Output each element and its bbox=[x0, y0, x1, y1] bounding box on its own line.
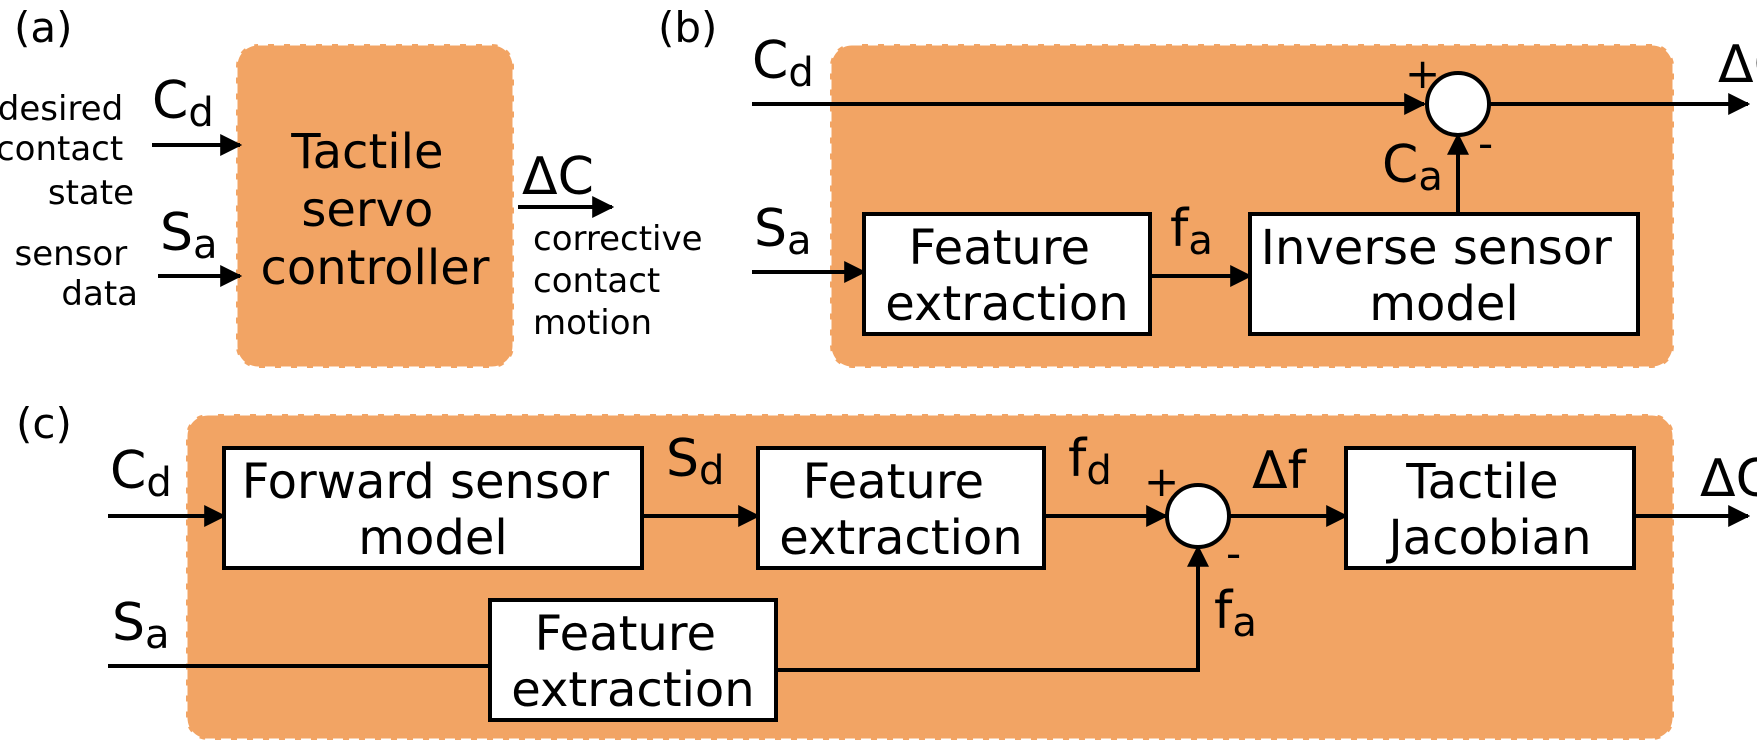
feature-extraction-top-label-c: Feature extraction bbox=[779, 454, 1022, 566]
delta-c-output-b: ΔC bbox=[1718, 35, 1757, 95]
controller-block-label: Tactile servo controller bbox=[261, 124, 490, 296]
fd-signal-c: fd bbox=[1068, 429, 1112, 494]
feature-extraction-bottom-label-c: Feature extraction bbox=[511, 606, 754, 718]
fa-feedback-arrow-c bbox=[776, 544, 1209, 672]
cd-signal-a: Cd bbox=[152, 71, 214, 136]
ca-signal-b: Ca bbox=[1382, 135, 1443, 200]
panel-a-label: (a) bbox=[14, 3, 73, 52]
feature-extraction-top-block-c bbox=[756, 446, 1046, 570]
plus-sign-b: + bbox=[1405, 49, 1440, 98]
panel-c-label: (c) bbox=[16, 399, 72, 448]
panel-c: (c) Cd Forward sensor model Sd Feature e… bbox=[16, 399, 1757, 742]
panel-b: (b) Cd + - ΔC Sa Feature extraction fa I… bbox=[658, 3, 1757, 370]
panel-b-label: (b) bbox=[658, 3, 717, 52]
sensor-data-label: sensor data bbox=[15, 234, 139, 314]
fa-signal-b: fa bbox=[1170, 199, 1213, 264]
tactile-jacobian-block bbox=[1344, 446, 1636, 570]
feature-extraction-label-b: Feature extraction bbox=[885, 220, 1128, 332]
tactile-jacobian-label: Tactile Jacobian bbox=[1386, 454, 1592, 566]
cd-signal-c: Cd bbox=[110, 441, 172, 506]
forward-sensor-model-block bbox=[222, 446, 644, 570]
feature-extraction-bottom-block-c bbox=[488, 598, 778, 722]
delta-f-signal-c: Δf bbox=[1252, 441, 1308, 501]
fa-signal-c: fa bbox=[1214, 581, 1257, 646]
forward-sensor-model-label: Forward sensor model bbox=[242, 454, 625, 566]
plus-sign-c: + bbox=[1144, 457, 1179, 506]
sa-signal-c: Sa bbox=[112, 593, 170, 658]
desired-contact-state-label: desired contact state bbox=[0, 89, 134, 213]
controller-block bbox=[234, 42, 516, 370]
minus-sign-c: - bbox=[1226, 529, 1241, 578]
sd-signal-c: Sd bbox=[666, 429, 724, 494]
panel-a: (a) Tactile servo controller desired con… bbox=[0, 3, 713, 370]
corrective-contact-motion-label: corrective contact motion bbox=[533, 219, 713, 343]
sa-signal-b: Sa bbox=[754, 199, 812, 264]
minus-sign-b: - bbox=[1478, 119, 1493, 168]
delta-c-output-c: ΔC bbox=[1700, 449, 1757, 509]
delta-c-output-a: ΔC bbox=[522, 147, 594, 207]
inverse-sensor-model-block bbox=[1248, 212, 1640, 336]
inverse-sensor-model-label: Inverse sensor model bbox=[1261, 220, 1627, 332]
sa-signal-a: Sa bbox=[160, 203, 218, 268]
cd-signal-b: Cd bbox=[752, 31, 814, 96]
feature-extraction-block-b bbox=[862, 212, 1152, 336]
